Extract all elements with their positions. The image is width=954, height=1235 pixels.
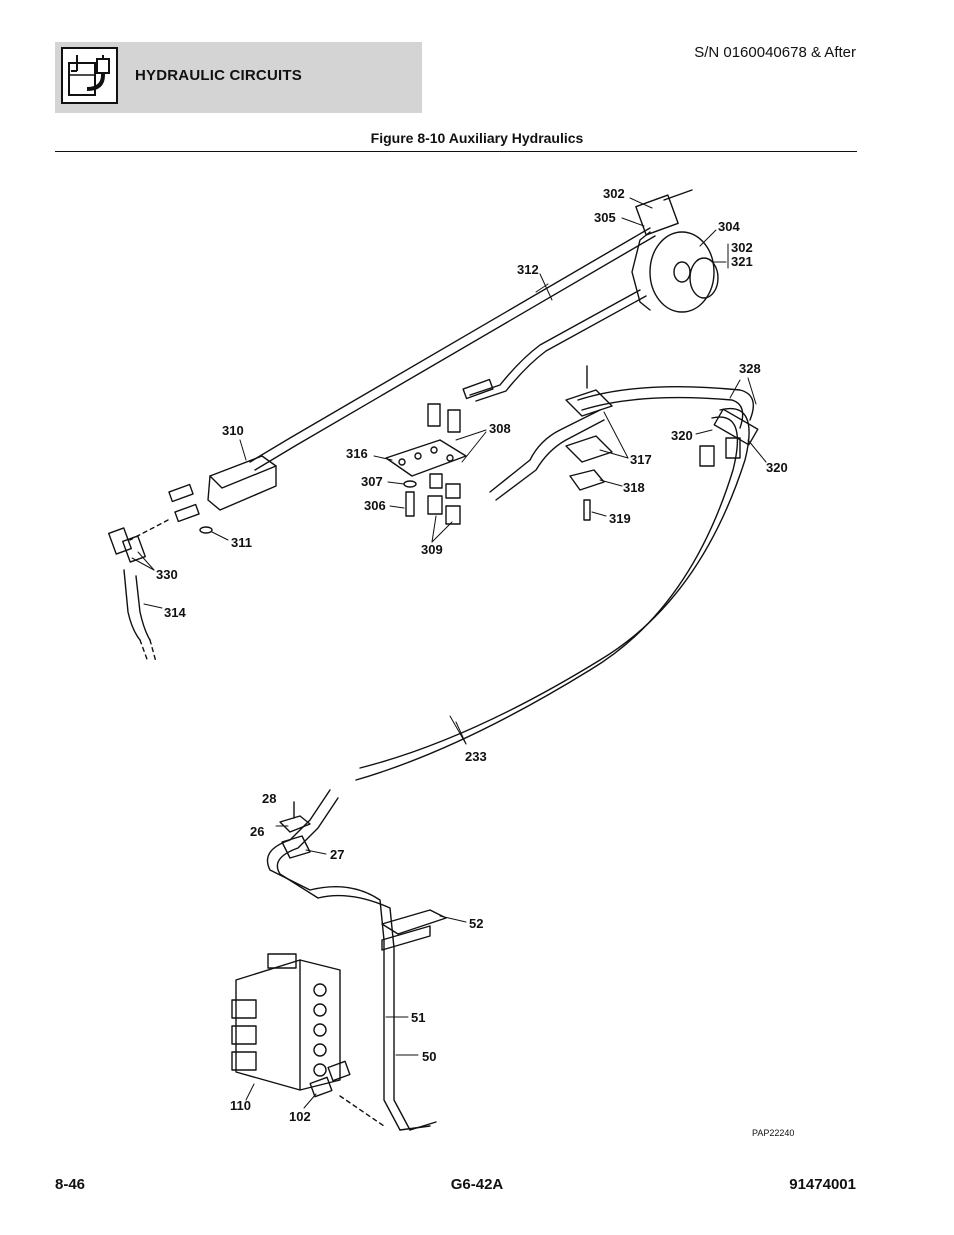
callout-307: 307 <box>361 474 383 489</box>
callout-330: 330 <box>156 567 178 582</box>
callout-50: 50 <box>422 1049 436 1064</box>
callout-labels: 302 305 304 302 321 312 328 310 308 316 … <box>156 186 794 1138</box>
callout-302a: 302 <box>603 186 625 201</box>
drawing-id: PAP22240 <box>752 1128 794 1138</box>
callout-308: 308 <box>489 421 511 436</box>
callout-320a: 320 <box>671 428 693 443</box>
tube-51 <box>266 789 401 1131</box>
callout-321: 321 <box>731 254 753 269</box>
cylinder-304 <box>631 189 719 313</box>
callout-316: 316 <box>346 446 368 461</box>
hose-312-lower <box>254 235 656 471</box>
hose-314-a <box>123 569 141 641</box>
section-title: HYDRAULIC CIRCUITS <box>135 67 302 84</box>
document-number: 91474001 <box>789 1176 856 1193</box>
callout-110: 110 <box>230 1098 251 1113</box>
control-valve-110 <box>231 953 341 1091</box>
callout-328: 328 <box>739 361 761 376</box>
hose-312-b <box>469 289 641 396</box>
callout-309: 309 <box>421 542 443 557</box>
hose-312-c <box>475 295 647 402</box>
callout-51: 51 <box>411 1010 425 1025</box>
fittings-102 <box>309 1060 351 1098</box>
hose-328-b <box>581 396 744 429</box>
model-number: G6-42A <box>450 1176 504 1193</box>
mount-plate-316 <box>385 378 494 525</box>
callout-314: 314 <box>164 605 186 620</box>
callout-26: 26 <box>250 824 264 839</box>
serial-number-range: S/N 0160040678 & After <box>694 44 856 61</box>
callout-52: 52 <box>469 916 483 931</box>
page-number: 8-46 <box>55 1176 86 1193</box>
hose-233-b <box>355 416 739 781</box>
callout-310: 310 <box>222 423 244 438</box>
callout-302b: 302 <box>731 240 753 255</box>
callout-27: 27 <box>330 847 344 862</box>
clamp-317 <box>565 365 613 521</box>
hose-314-b <box>135 575 151 641</box>
elbows-330 <box>108 527 146 563</box>
mount-310 <box>168 455 277 534</box>
tube-50 <box>276 797 411 1131</box>
header-rule <box>55 151 857 152</box>
callout-102: 102 <box>289 1109 311 1124</box>
callout-318: 318 <box>623 480 645 495</box>
callout-304: 304 <box>718 219 740 234</box>
hose-233-a <box>359 408 750 769</box>
hose-312-upper <box>249 227 651 463</box>
callout-319: 319 <box>609 511 631 526</box>
bracket-52 <box>381 909 447 951</box>
hose-317-b <box>495 419 605 501</box>
callout-306: 306 <box>364 498 386 513</box>
hose-328-a <box>577 385 754 421</box>
hydraulic-reservoir-icon <box>61 47 118 104</box>
hose-317-a <box>489 409 601 493</box>
callout-28: 28 <box>262 791 276 806</box>
callout-312: 312 <box>517 262 539 277</box>
clamp-27 <box>279 801 311 859</box>
tee-fitting-320 <box>699 408 759 467</box>
callout-233: 233 <box>465 749 487 764</box>
callout-311: 311 <box>231 535 252 550</box>
figure-title: Figure 8-10 Auxiliary Hydraulics <box>370 130 584 146</box>
callout-305: 305 <box>594 210 616 225</box>
callout-317: 317 <box>630 452 652 467</box>
section-header: HYDRAULIC CIRCUITS <box>55 42 422 113</box>
callout-320b: 320 <box>766 460 788 475</box>
